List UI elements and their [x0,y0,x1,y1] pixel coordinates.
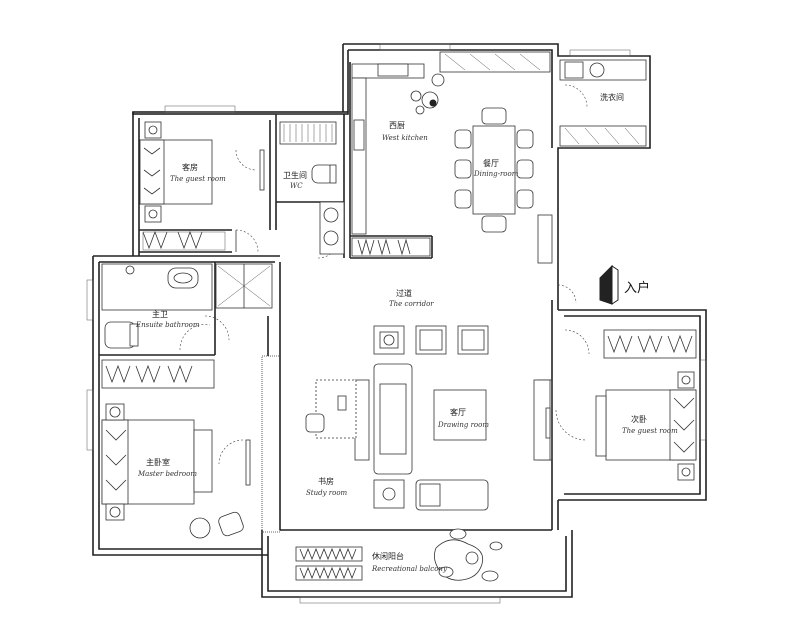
corridor-label: 过道 [396,288,412,298]
second-bedroom-sublabel: The guest room [622,427,678,435]
guest-room-sublabel: The guest room [170,175,226,183]
kitchen-label: 西厨 [389,121,405,130]
dining-furniture [454,107,534,233]
study-label: 书房 [318,476,334,486]
interior-walls [99,62,553,533]
room-labels: 客房 The guest room 卫生间 WC 西厨 West kitchen… [135,92,678,573]
second-bedroom-furniture [595,329,697,481]
living-room-sublabel: Drawing room [437,421,489,429]
balcony-furniture [295,528,503,582]
wc-label: 卫生间 [283,170,307,180]
master-bedroom-label: 主卧室 [146,457,170,467]
guest-room-furniture [139,121,265,251]
living-room-furniture [354,325,551,511]
living-room-label: 客厅 [450,407,466,417]
balcony-label: 休闲阳台 [372,551,404,561]
ensuite-furniture [101,263,273,349]
dining-chairs [454,107,534,233]
study-sublabel: Study room [306,489,348,497]
entry-label: 入户 [624,280,650,296]
laundry-furniture [559,59,647,147]
master-bedroom-furniture [101,359,251,539]
corridor-sublabel: The corridor [389,300,434,308]
study-furniture [305,379,357,439]
dining-sublabel: Dining-room [473,170,519,178]
wc-sublabel: WC [290,182,303,190]
second-bedroom-label: 次卧 [631,414,647,424]
laundry-label: 洗衣间 [600,92,624,102]
dining-label: 餐厅 [483,159,499,168]
entry-arrow-icon [599,264,619,305]
wc-furniture [279,121,345,255]
guest-room-label: 客房 [182,162,198,172]
balcony-sublabel: Recreational balcony [371,565,448,573]
windows [86,43,707,604]
kitchen-furniture [351,51,551,257]
ensuite-label: 主卫 [152,309,168,319]
ensuite-sublabel: Ensuite bathroom [135,321,200,329]
kitchen-sublabel: West kitchen [382,134,428,142]
master-bedroom-sublabel: Master bedroom [137,470,197,478]
